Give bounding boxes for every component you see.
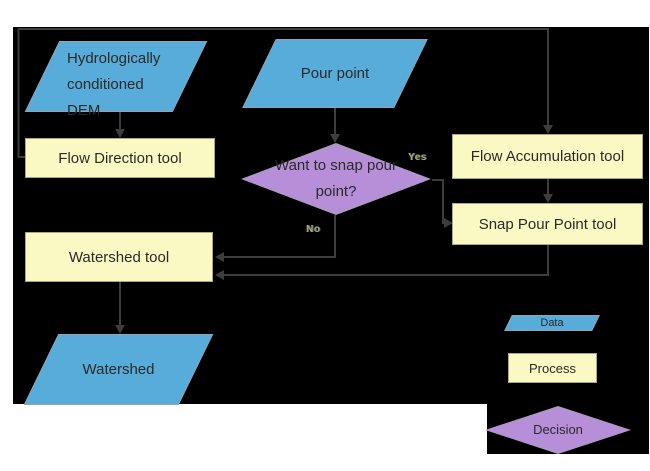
legend-label: Decision xyxy=(533,422,583,437)
legend-item-data: Data xyxy=(504,315,600,331)
node-watershed-tool: Watershed tool xyxy=(25,232,213,282)
node-label: Pour point xyxy=(300,65,370,82)
legend-label: Data xyxy=(540,317,564,329)
legend-item-decision: Decision xyxy=(485,406,631,454)
node-label: Hydrologically conditioned DEM xyxy=(67,50,161,119)
node-pour-point: Pour point xyxy=(242,39,428,108)
node-flow-accumulation-tool: Flow Accumulation tool xyxy=(452,134,643,179)
node-snap-pour-point-tool: Snap Pour Point tool xyxy=(452,203,643,245)
node-flow-direction-tool: Flow Direction tool xyxy=(25,138,215,178)
node-label: Want to snap pour point? xyxy=(274,157,397,200)
edge-label-yes: Yes xyxy=(408,152,427,163)
node-label: Watershed xyxy=(82,361,155,378)
node-hydrologically-conditioned-dem: Hydrologically conditioned DEM xyxy=(24,41,208,119)
edge-label-no: No xyxy=(306,224,321,235)
node-watershed: Watershed xyxy=(23,334,214,405)
node-decision-want-to-snap: Want to snap pour point? xyxy=(241,143,431,215)
legend-item-process: Process xyxy=(508,353,597,383)
